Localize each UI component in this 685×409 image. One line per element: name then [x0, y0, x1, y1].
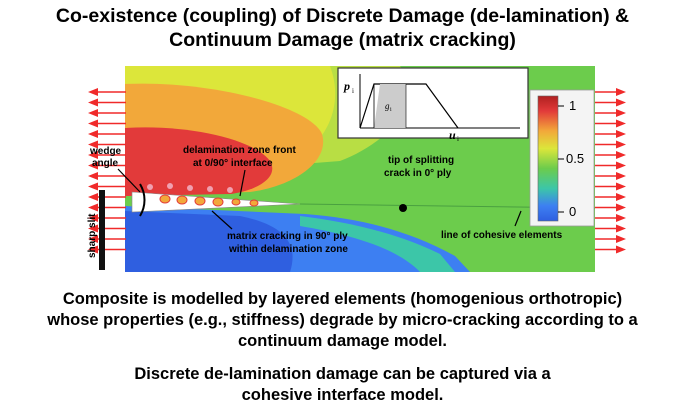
- load-arrow: [88, 140, 126, 149]
- load-arrow: [88, 161, 126, 170]
- load-arrow: [595, 172, 626, 180]
- load-arrow: [595, 109, 626, 117]
- load-arrow: [595, 245, 626, 254]
- load-arrow: [595, 224, 626, 233]
- crack-tip-marker: [399, 204, 407, 212]
- load-arrow: [88, 182, 126, 191]
- load-arrow: [88, 203, 126, 212]
- load-arrow: [595, 140, 626, 149]
- delam-pointer: [239, 169, 246, 197]
- damage-contour-figure: sharp slit wedge angle delamination zone…: [87, 66, 626, 272]
- caption-p2-line1: Discrete de-lamination damage can be cap…: [134, 365, 551, 383]
- tip-label-2: crack in 0° ply: [384, 168, 452, 179]
- caption-p1-line3: continuum damage model.: [237, 332, 448, 350]
- colorbar-tick-1: 1: [569, 98, 576, 113]
- sharp-slit-bar: [99, 190, 105, 270]
- load-arrow: [595, 214, 626, 222]
- delam-label-1: delamination zone front: [183, 145, 296, 156]
- inset-x-label: u: [449, 128, 456, 142]
- load-arrow: [595, 235, 626, 243]
- load-arrow: [595, 193, 626, 201]
- inset-x-sub: i: [457, 135, 459, 143]
- load-arrow: [595, 130, 626, 138]
- delam-label-2: at 0/90° interface: [193, 158, 273, 169]
- traction-separation-inset: p i u i g i: [337, 67, 529, 143]
- colorbar-tick-0: 0: [569, 204, 576, 219]
- wedge-label-1: wedge: [89, 146, 122, 157]
- load-arrow: [595, 182, 626, 191]
- cohesive-label: line of cohesive elements: [441, 230, 563, 241]
- slit-label: sharp slit: [87, 213, 98, 258]
- cohesive-pointer: [514, 210, 522, 227]
- load-arrow: [88, 130, 126, 138]
- inset-y-label: p: [343, 79, 350, 93]
- wedge-arc: [139, 183, 146, 217]
- load-arrow: [595, 88, 626, 96]
- caption-p1-line1: Composite is modelled by layered element…: [62, 290, 623, 308]
- load-arrow: [595, 98, 626, 107]
- colorbar-tick-0-5: 0.5: [566, 151, 584, 166]
- caption-p1-line2: whose properties (e.g., stiffness) degra…: [47, 311, 638, 329]
- left-load-arrows: [88, 88, 126, 254]
- load-arrow: [88, 151, 126, 159]
- load-arrow: [595, 151, 626, 159]
- load-arrow: [88, 119, 126, 128]
- caption-p2-line2: cohesive interface model.: [241, 386, 444, 404]
- matrix-pointer: [211, 210, 233, 230]
- matrix-label-2: within delamination zone: [228, 244, 348, 255]
- title-line-1: Co-existence (coupling) of Discrete Dama…: [55, 5, 630, 27]
- inset-y-sub: i: [352, 87, 354, 95]
- load-arrow: [88, 193, 126, 201]
- tip-label-1: tip of splitting: [388, 155, 454, 166]
- inset-area-sub: i: [390, 107, 392, 113]
- wedge-pointer: [117, 168, 141, 193]
- load-arrow: [88, 98, 126, 107]
- title-line-2: Continuum Damage (matrix cracking): [169, 29, 516, 51]
- load-arrow: [88, 172, 126, 180]
- matrix-label-1: matrix cracking in 90° ply: [227, 231, 348, 242]
- inset-area-label: g: [385, 101, 390, 111]
- load-arrow: [88, 109, 126, 117]
- right-load-arrows: [595, 88, 626, 254]
- load-arrow: [595, 161, 626, 170]
- color-bar: 1 0.5 0: [529, 89, 595, 227]
- wedge-label-2: angle: [92, 158, 119, 169]
- load-arrow: [88, 88, 126, 96]
- load-arrow: [595, 119, 626, 128]
- load-arrow: [595, 203, 626, 212]
